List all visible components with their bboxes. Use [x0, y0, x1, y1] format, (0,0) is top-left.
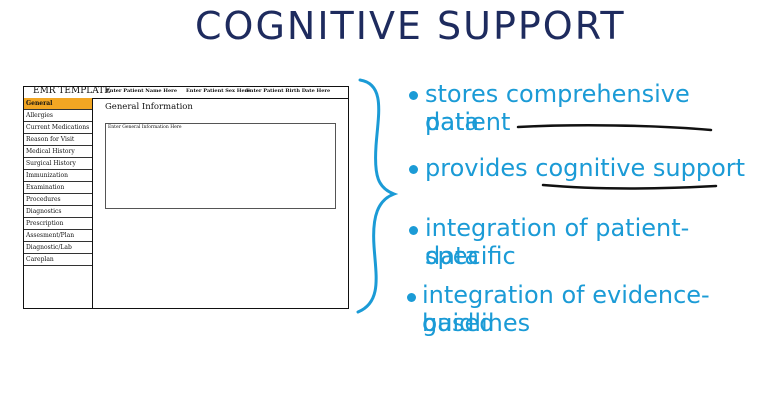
- bullet-4-line2: guidlines: [422, 309, 531, 337]
- sidebar-item-immunization[interactable]: Immunization: [24, 170, 92, 182]
- info-placeholder: Enter General Information Here: [108, 125, 182, 130]
- section-title: General Information: [105, 102, 193, 112]
- sidebar-item-general[interactable]: General: [24, 98, 92, 110]
- sidebar-item-assesment-plan[interactable]: Assesment/Plan: [24, 230, 92, 242]
- sidebar-item-procedures[interactable]: Procedures: [24, 194, 92, 206]
- bullet-1-line2: data: [425, 108, 480, 136]
- sidebar-item-prescription[interactable]: Prescription: [24, 218, 92, 230]
- bullet-4-line1: integration of evidence-based: [422, 281, 710, 337]
- sidebar-item-diagnostic-lab[interactable]: Diagnostic/Lab: [24, 242, 92, 254]
- sidebar-item-allergies[interactable]: Allergies: [24, 110, 92, 122]
- sidebar-item-diagnostics[interactable]: Diagnostics: [24, 206, 92, 218]
- emr-sidebar: General Allergies Current Medications Re…: [24, 98, 93, 308]
- sidebar-item-surgical-history[interactable]: Surgical History: [24, 158, 92, 170]
- patient-birth-date-field[interactable]: Enter Patient Birth Date Here: [246, 88, 331, 94]
- slide-title: COGNITIVE SUPPORT: [195, 4, 626, 48]
- sidebar-item-medical-history[interactable]: Medical History: [24, 146, 92, 158]
- sidebar-item-careplan[interactable]: Careplan: [24, 254, 92, 266]
- sidebar-item-current-medications[interactable]: Current Medications: [24, 122, 92, 134]
- bullet-3-line2: data: [425, 242, 480, 270]
- bullet-3-line1: integration of patient-specific: [425, 214, 690, 270]
- general-information-textarea[interactable]: Enter General Information Here: [105, 123, 336, 209]
- emr-template-window: EMR TEMPLATE Enter Patient Name Here Ent…: [23, 86, 349, 309]
- emr-title: EMR TEMPLATE: [33, 86, 111, 96]
- bullet-1-line1: stores comprehensive patient: [425, 80, 690, 136]
- bullet-dot: [407, 293, 416, 302]
- bullet-dot: [409, 165, 418, 174]
- sidebar-item-examination[interactable]: Examination: [24, 182, 92, 194]
- underline-1: [516, 124, 713, 132]
- curly-brace: [356, 78, 399, 314]
- patient-name-field[interactable]: Enter Patient Name Here: [106, 88, 177, 94]
- emr-header: EMR TEMPLATE Enter Patient Name Here Ent…: [24, 86, 348, 99]
- bullet-2-line1: provides cognitive support: [425, 154, 746, 182]
- bullet-dot: [409, 226, 418, 235]
- patient-sex-field[interactable]: Enter Patient Sex Here: [186, 88, 251, 94]
- underline-2: [541, 183, 718, 190]
- bullet-dot: [409, 91, 418, 100]
- sidebar-item-reason-for-visit[interactable]: Reason for Visit: [24, 134, 92, 146]
